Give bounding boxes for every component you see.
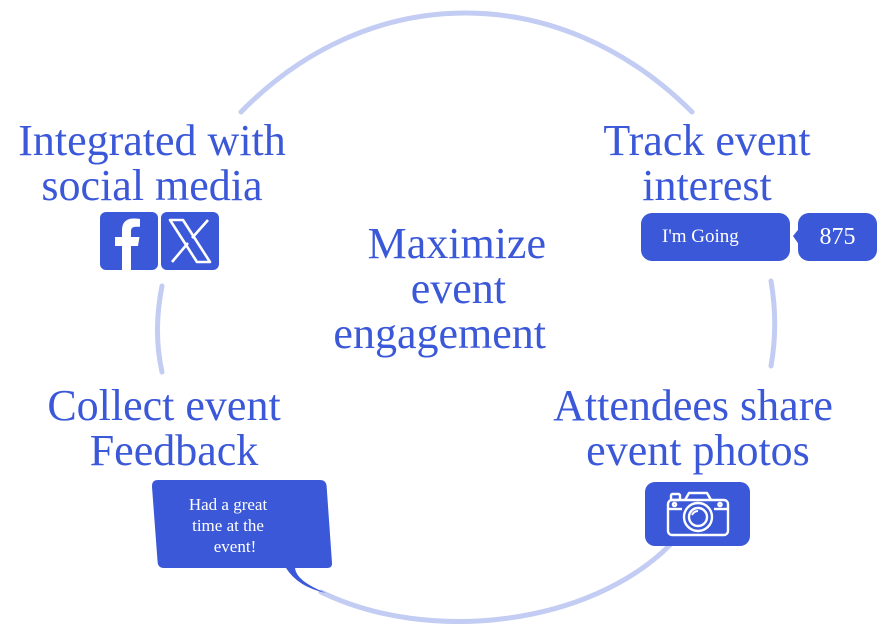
interest-count: 875 (819, 223, 856, 250)
center-title: Maximize event engagement (322, 221, 546, 356)
track-heading-line2: interest (642, 161, 772, 210)
ring-arc-bottom (318, 542, 673, 624)
ring-arc-top (238, 10, 695, 115)
speech-bubble-line3: event! (213, 537, 257, 556)
speech-bubble-text: Had a great time at the event! (170, 494, 286, 557)
social-heading-line1: Integrated with (18, 116, 286, 165)
feedback-heading: Collect event Feedback (28, 383, 300, 473)
photos-heading-line2: event photos (586, 426, 810, 475)
facebook-icon (100, 212, 158, 270)
camera-icon-box (645, 482, 750, 546)
photos-heading-line1: Attendees share (553, 381, 833, 430)
center-title-line1: Maximize (367, 219, 546, 268)
interest-count-badge: 875 (798, 213, 877, 261)
track-heading: Track event interest (585, 118, 829, 208)
im-going-button[interactable]: I'm Going (641, 213, 790, 261)
photos-heading: Attendees share event photos (545, 383, 841, 473)
feedback-heading-line1: Collect event (47, 381, 281, 430)
speech-bubble-line2: time at the (192, 516, 264, 535)
ring-arc-left (155, 283, 165, 375)
ring-arc-right (768, 278, 778, 369)
feedback-heading-line2: Feedback (89, 426, 259, 475)
center-title-line3: engagement (333, 309, 546, 358)
x-icon (161, 212, 219, 270)
speech-bubble (151, 480, 333, 593)
center-title-line2: event (410, 264, 506, 313)
im-going-label: I'm Going (662, 226, 739, 247)
camera-icon (666, 491, 729, 537)
speech-bubble-line1: Had a great (188, 495, 268, 514)
social-heading: Integrated with social media (12, 118, 292, 208)
social-heading-line2: social media (41, 161, 263, 210)
track-heading-line1: Track event (603, 116, 811, 165)
